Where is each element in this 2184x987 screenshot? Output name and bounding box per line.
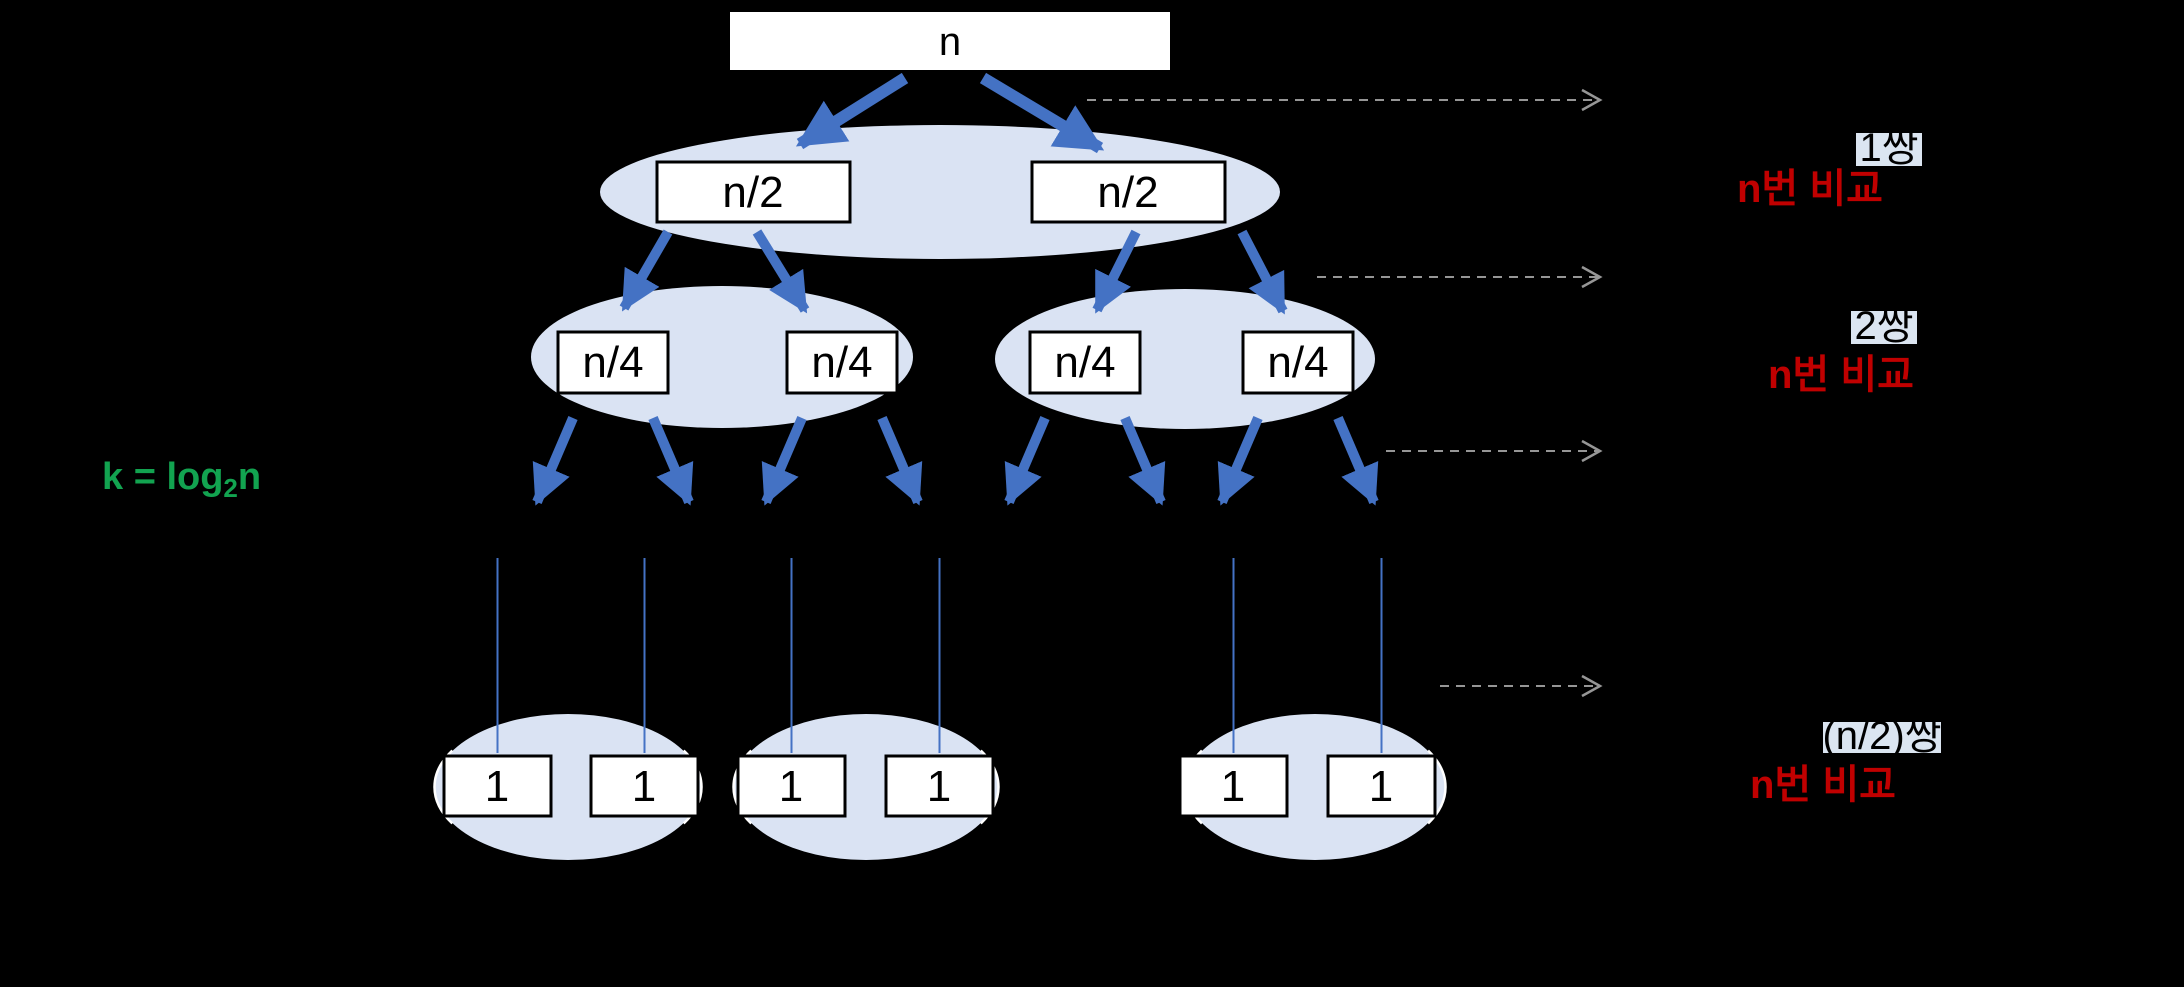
arrow-root-to-right-half [979, 72, 1105, 154]
node-n4-3-box [1028, 330, 1142, 395]
leaf-label-4: 1 [927, 762, 951, 811]
node-n2-left-label: n/2 [722, 168, 783, 217]
leaf-box-2 [589, 754, 700, 818]
arrow-n4-2-right [877, 416, 923, 506]
leaf-label-6: 1 [1369, 762, 1393, 811]
leaf-group-ellipse-3 [1185, 714, 1445, 860]
leaf-label-2: 1 [632, 762, 656, 811]
arrow-n4-4-left [1217, 416, 1263, 506]
leaf-box-6 [1326, 754, 1437, 818]
leaf-group-ellipse-1 [435, 714, 701, 860]
depth-formula-prefix: k = log [102, 456, 223, 498]
arrow-n4-3-right [1120, 416, 1166, 506]
level2-group-ellipse [600, 125, 1280, 259]
comparisons-3: n번 비교 [1750, 763, 1896, 807]
pair-count-1: 1쌍 [1859, 126, 1918, 170]
leaf-label-1: 1 [485, 762, 509, 811]
pair-count-1-highlight [1856, 133, 1922, 166]
arrow-n4-1-left [532, 416, 578, 506]
node-n4-2-label: n/4 [811, 338, 872, 387]
depth-formula-subscript: 2 [223, 473, 237, 503]
root-node-box [730, 12, 1170, 70]
node-n4-4-box [1241, 330, 1355, 395]
leaf-box-1 [442, 754, 553, 818]
arrow-n2-right-to-n4-3 [1092, 229, 1141, 314]
comparisons-1: n번 비교 [1737, 167, 1883, 211]
pair-count-3-highlight [1823, 722, 1941, 753]
depth-formula: k = log2n [102, 456, 261, 503]
node-n2-right-label: n/2 [1097, 168, 1158, 217]
node-n2-left-box [655, 160, 852, 224]
leaf-label-5: 1 [1221, 762, 1245, 811]
leaf-group-ellipse-2 [734, 714, 998, 860]
arrow-n2-right-to-n4-4 [1237, 229, 1288, 315]
arrow-n2-left-to-n4-1 [619, 229, 673, 312]
arrow-n4-2-left [761, 416, 807, 506]
arrow-n4-3-left [1004, 416, 1050, 506]
pair-count-2: 2쌍 [1854, 304, 1913, 348]
leaf-box-3 [736, 754, 847, 818]
arrow-n4-1-right [648, 416, 694, 506]
pair-count-2-highlight [1851, 311, 1917, 344]
node-n4-3-label: n/4 [1054, 338, 1115, 387]
leaf-label-3: 1 [779, 762, 803, 811]
node-n4-2-box [785, 330, 899, 395]
arrow-n2-left-to-n4-2 [752, 229, 810, 314]
root-node-label: n [939, 20, 961, 64]
arrow-n4-4-right [1333, 416, 1379, 506]
leaf-box-4 [884, 754, 995, 818]
node-n4-1-label: n/4 [582, 338, 643, 387]
node-n2-right-box [1030, 160, 1227, 224]
node-n4-1-box [556, 330, 670, 395]
arrow-root-to-left-half [795, 72, 909, 150]
leaf-box-5 [1178, 754, 1289, 818]
depth-formula-suffix: n [238, 456, 261, 498]
pair-count-3: (n/2)쌍 [1822, 714, 1941, 758]
node-n4-4-label: n/4 [1267, 338, 1328, 387]
comparisons-2: n번 비교 [1768, 353, 1914, 397]
